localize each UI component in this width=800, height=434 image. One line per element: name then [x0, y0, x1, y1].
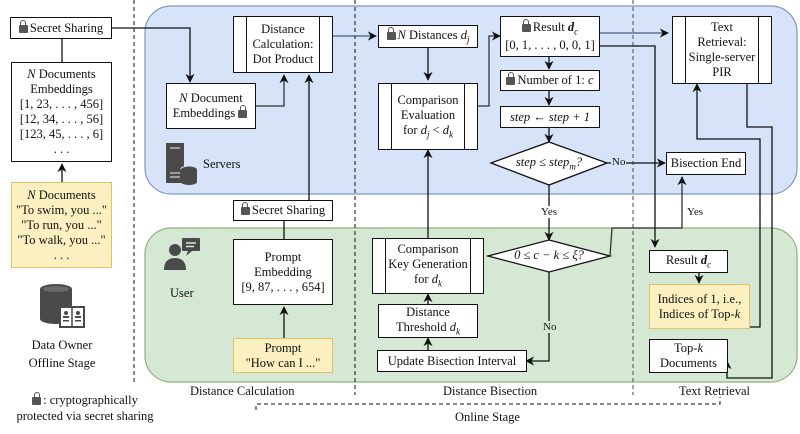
- document-row: "To walk, you ...": [17, 232, 106, 247]
- server-icon: [166, 143, 198, 185]
- legend: : cryptographically protected via secret…: [16, 392, 154, 424]
- owner-secret-sharing-box: Secret Sharing: [10, 17, 112, 39]
- section-label-distance-bisection: Distance Bisection: [443, 384, 538, 398]
- n-distances-box: N Distances dj: [378, 25, 478, 48]
- arrow-indices-to-pir: [692, 83, 761, 328]
- online-stage-bracket: [255, 397, 721, 410]
- prompt-embedding-box: Prompt Embedding [9, 87, . . . , 654]: [233, 239, 333, 305]
- pir-box: Text Retrieval: Single-server PIR: [672, 16, 772, 84]
- comparison-condition: for dj < dk: [402, 122, 454, 140]
- embedding-row: [123, 45, . . . , 6]: [19, 127, 104, 141]
- comparison-evaluation-box: Comparison Evaluation for dj < dk: [378, 83, 478, 150]
- result-dc-box: Result dc [0, 1, . . . , 0, 0, 1]: [500, 16, 600, 57]
- servers-label: Servers: [203, 157, 241, 171]
- user-secret-sharing-box: Secret Sharing: [233, 200, 333, 221]
- offline-stage-label: Offline Stage: [28, 356, 96, 370]
- arrow-range-check-no: [525, 272, 550, 366]
- dot-product-box: Distance Calculation: Dot Product: [233, 16, 333, 73]
- data-owner-label: Data Owner: [31, 338, 93, 352]
- prompt-box: Prompt "How can I ...": [233, 338, 333, 373]
- document-embeddings-box: N Documents Embeddings [1, 23, . . . , 4…: [11, 62, 112, 162]
- arrow-result-to-user-result: [600, 45, 660, 248]
- topk-documents-box: Top-k Documents: [649, 339, 728, 373]
- bisection-end-box: Bisection End: [666, 152, 746, 175]
- section-label-distance-calculation: Distance Calculation: [190, 384, 295, 398]
- lock-icon: [521, 19, 531, 33]
- lock-icon: [240, 202, 250, 215]
- distance-threshold-box: Distance Threshold dk: [378, 304, 478, 338]
- step-check-label: step ≤ stepm?: [515, 155, 583, 172]
- step-check-no-label: No: [611, 156, 627, 168]
- arrow-pir-to-topk: [722, 84, 773, 379]
- embedding-row: [1, 23, . . . , 456]: [19, 97, 104, 111]
- arrow-doc-embeddings-to-dotproduct: [256, 74, 289, 107]
- range-check-yes-label: Yes: [686, 206, 705, 218]
- server-doc-embeddings-box: N Document Embeddings: [166, 83, 256, 129]
- comparison-key-generation-box: Comparison Key Generation for dk: [372, 238, 484, 294]
- arrow-secret-to-doc-embeddings: [112, 27, 195, 83]
- lock-icon: [386, 26, 396, 40]
- lock-icon: [18, 19, 28, 33]
- section-label-text-retrieval: Text Retrieval: [679, 384, 750, 398]
- user-chat-icon: [164, 238, 200, 270]
- document-row: . . .: [53, 247, 70, 262]
- number-of-ones-box: Number of 1: c: [500, 70, 600, 91]
- document-row: "To swim, you ...": [16, 202, 107, 217]
- update-bisection-interval-box: Update Bisection Interval: [377, 350, 527, 372]
- embedding-row: [12, 34, . . . , 56]: [19, 112, 104, 126]
- indices-box: Indices of 1, i.e., Indices of Top-k: [649, 284, 750, 329]
- range-check-no-label: No: [542, 321, 558, 333]
- step-update-box: step ← step + 1: [500, 106, 600, 128]
- lock-icon: [32, 392, 42, 405]
- lock-icon: [506, 72, 516, 85]
- step-check-yes-label: Yes: [540, 206, 559, 218]
- arrow-range-check-yes: [609, 176, 687, 257]
- document-row: "To run, you ...": [21, 217, 102, 232]
- user-result-dc-box: Result dc: [649, 250, 728, 273]
- online-stage-label: Online Stage: [455, 410, 520, 424]
- user-label: User: [170, 286, 194, 300]
- documents-box: N Documents "To swim, you ..." "To run, …: [11, 182, 112, 268]
- arrow-eval-to-result: [477, 31, 501, 107]
- embedding-row: . . .: [53, 142, 70, 156]
- range-check-label: 0 ≤ c − k ≤ ξ?: [514, 248, 584, 262]
- lock-icon: [238, 105, 248, 118]
- database-document-icon: [40, 284, 85, 328]
